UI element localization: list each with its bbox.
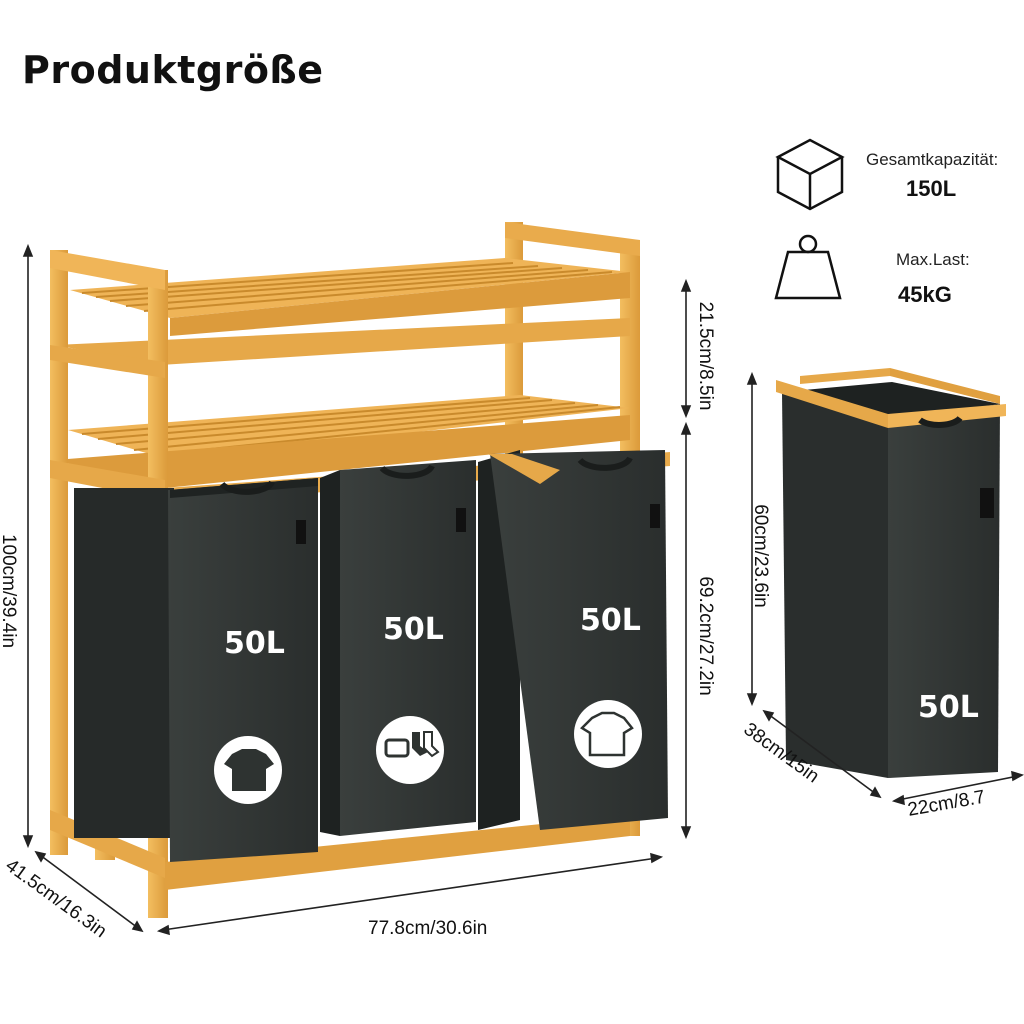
- left-top-rail: [50, 250, 165, 290]
- load-label: Max.Last:: [896, 250, 970, 269]
- laundry-bag-3: [478, 450, 668, 830]
- handle-front: [776, 380, 888, 428]
- page-title: Produktgröße: [22, 48, 324, 92]
- front-left-post: [50, 250, 68, 855]
- bag-height-label: 60cm/23.6in: [750, 504, 771, 608]
- top-shelf: [70, 258, 630, 336]
- laundry-bag-1: [74, 478, 318, 862]
- weight-icon: [774, 234, 842, 300]
- capacity-label: Gesamtkapazität:: [866, 150, 999, 169]
- single-laundry-bag: [776, 368, 1006, 778]
- height-total-label: 100cm/39.4in: [0, 533, 19, 649]
- bag-area-height-label: 69.2cm/27.2in: [695, 576, 716, 696]
- capacity-value: 150L: [906, 176, 957, 201]
- dimension-lines: [22, 243, 1024, 936]
- bottom-front-rail: [165, 815, 630, 890]
- load-value: 45kG: [898, 282, 952, 307]
- width-label: 77.8cm/30.6in: [368, 918, 488, 939]
- single-bag-capacity: 50L: [918, 690, 979, 725]
- box-icon: [775, 138, 845, 211]
- laundry-bag-2: [320, 460, 476, 836]
- bag-3-capacity: 50L: [580, 603, 641, 638]
- back-top-rail: [505, 222, 640, 256]
- bag-1-capacity: 50L: [224, 626, 285, 661]
- bag-2-capacity: 50L: [383, 612, 444, 647]
- shelf-gap-label: 21.5cm/8.5in: [695, 301, 716, 411]
